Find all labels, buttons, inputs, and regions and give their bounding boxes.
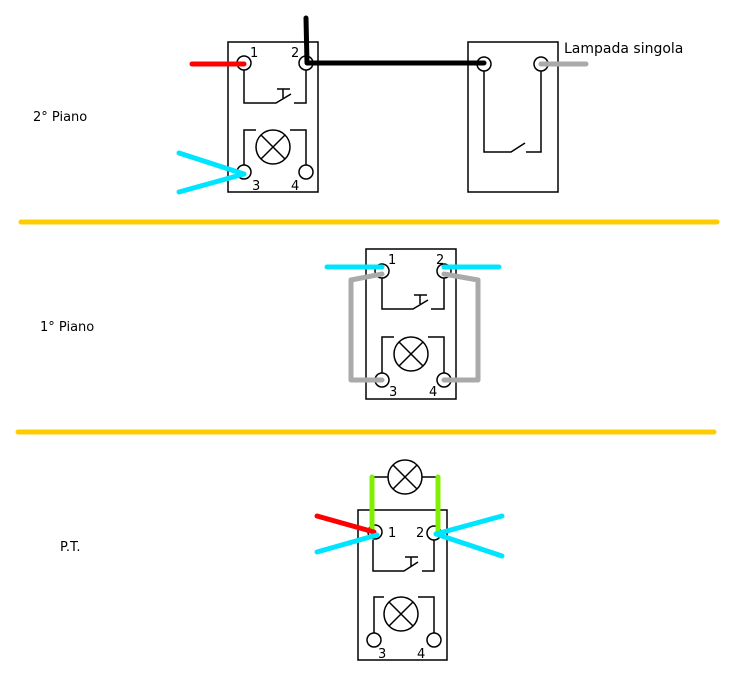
lamp-cross-icon: [393, 336, 429, 372]
terminal-label-2: 2: [436, 253, 444, 268]
terminal-label-3: 3: [378, 647, 386, 662]
lamp-cross-icon: [255, 129, 291, 165]
terminal-label-1: 1: [388, 526, 396, 541]
terminal-label-3: 3: [252, 179, 260, 194]
wire-phase-red-pt: [314, 513, 377, 535]
wire-gray-bridge-right: [441, 271, 481, 383]
push-button-symbol-icon: [381, 278, 445, 310]
terminal-label-1: 1: [250, 46, 258, 61]
wire-cyan-2nd-b: [176, 171, 247, 195]
terminal-label-4: 4: [291, 179, 299, 194]
wire-cyan-2nd-a: [176, 150, 247, 177]
wire-cyan-pt-right-b: [433, 531, 505, 559]
push-button-symbol-icon: [243, 70, 307, 104]
terminal-label-1: 1: [388, 253, 396, 268]
wire-gray-bridge-left: [348, 271, 385, 383]
lamp-note: Lampada singola: [564, 41, 683, 57]
terminal-4: [426, 632, 442, 648]
wire-black-return: [303, 15, 487, 66]
lamp-cross-icon: [383, 596, 419, 632]
floor-label-2: 2° Piano: [33, 110, 87, 125]
terminal-label-2: 2: [416, 526, 424, 541]
floor-label-pt: P.T.: [60, 540, 80, 555]
terminal-label-4: 4: [429, 385, 437, 400]
terminal-3: [366, 632, 382, 648]
wire-cyan-pt-left: [314, 532, 380, 555]
terminal-label-3: 3: [389, 385, 397, 400]
wire-cyan-pt-right-a: [433, 513, 505, 537]
terminal-4: [298, 164, 314, 180]
ground-floor-lamp: [372, 459, 438, 495]
push-button-1st-floor: 1 2 3 4: [365, 248, 457, 400]
push-button-symbol-icon: [372, 540, 435, 572]
terminal-label-2: 2: [291, 46, 299, 61]
lamp-cross-icon: [387, 459, 423, 495]
single-lamp-switch: Lampada singola: [467, 41, 683, 193]
terminal-label-4: 4: [417, 647, 425, 662]
floor-label-1: 1° Piano: [40, 320, 94, 335]
switch-symbol-icon: [483, 70, 542, 153]
